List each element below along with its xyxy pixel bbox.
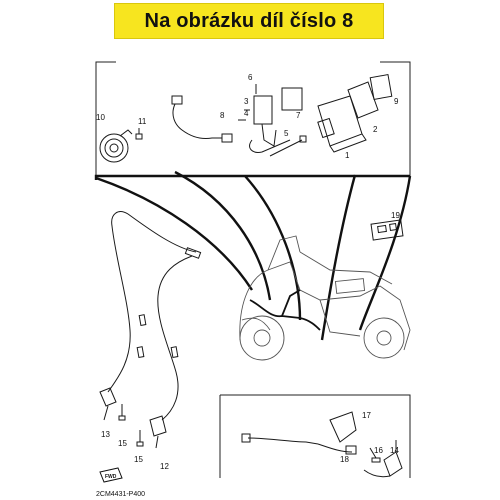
callout-17: 17 (362, 411, 371, 420)
callout-15b: 15 (134, 455, 143, 464)
banner-title: Na obrázku díl číslo 8 (144, 9, 354, 32)
callout-16: 16 (374, 446, 383, 455)
leader-lines (94, 170, 412, 341)
regulator-part (347, 81, 379, 119)
motorcycle-outline (239, 235, 411, 361)
wheel-sensor-cables (99, 211, 202, 449)
fwd-arrow-icon: FWD (99, 467, 123, 483)
rod-part (269, 135, 307, 157)
callout-9: 9 (394, 97, 399, 106)
callout-7: 7 (296, 111, 301, 120)
callout-1: 1 (345, 151, 350, 160)
sensor-cable-part (171, 95, 233, 143)
callout-4: 4 (244, 109, 249, 118)
callout-12: 12 (160, 462, 169, 471)
callout-15a: 15 (118, 439, 127, 448)
callout-3: 3 (244, 97, 249, 106)
callout-2: 2 (373, 125, 378, 134)
top-frame (95, 61, 411, 176)
svg-text:FWD: FWD (105, 474, 117, 480)
bottom-right-frame (219, 394, 411, 478)
rear-sensor-assembly (241, 411, 403, 478)
bike-harness (249, 289, 321, 331)
callout-19: 19 (391, 211, 400, 220)
bolt-part-11 (135, 128, 143, 140)
horn-part (99, 129, 133, 163)
title-banner: Na obrázku díl číslo 8 (114, 3, 384, 39)
callout-8: 8 (220, 111, 225, 120)
relay-bracket-part (238, 84, 303, 153)
callout-5: 5 (284, 129, 289, 138)
callout-14: 14 (390, 446, 399, 455)
diagram-code: 2CM4431-P400 (96, 491, 145, 498)
ecu-part (317, 95, 367, 153)
relay-part (369, 74, 393, 100)
callout-10: 10 (96, 113, 105, 122)
callout-13: 13 (101, 430, 110, 439)
callout-11: 11 (138, 117, 147, 126)
callout-6a: 6 (248, 73, 253, 82)
callout-18: 18 (340, 455, 349, 464)
panel-part (370, 219, 404, 241)
